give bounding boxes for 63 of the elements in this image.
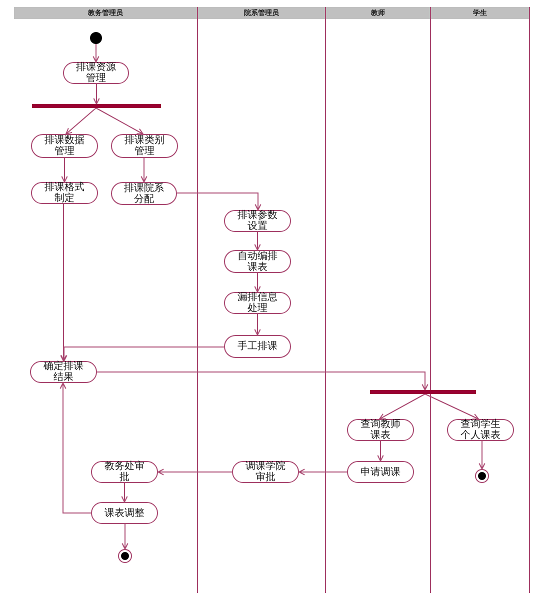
arrow: [60, 204, 67, 362]
activity-label: 教务处审批: [104, 461, 146, 483]
activity-label: 排课类别管理: [124, 135, 166, 157]
fork-bar: [32, 104, 161, 108]
activity-box: [31, 182, 98, 204]
arrow: [60, 382, 92, 514]
activity-label: 自动编排课表: [236, 250, 278, 272]
activity-label: 确定排课结果: [42, 361, 84, 383]
activity-box: [111, 134, 178, 158]
end-node: [118, 549, 132, 563]
arrow: [140, 158, 148, 182]
activity-label: 排课院系分配: [123, 182, 165, 204]
activity-box: [63, 62, 129, 84]
end-node: [475, 469, 489, 483]
arrow: [61, 158, 68, 182]
arrow: [379, 394, 426, 420]
arrow: [254, 232, 261, 250]
activity-box: [111, 182, 177, 205]
arrow: [424, 394, 479, 420]
arrow: [92, 44, 100, 62]
activity-box: [224, 292, 291, 314]
arrow: [158, 468, 232, 476]
activity-label: 调课学院审批: [244, 461, 286, 483]
arrow: [298, 468, 348, 476]
activity-box: [447, 419, 514, 441]
arrow: [96, 108, 144, 134]
activity-box: [31, 134, 98, 158]
activity-label: 排课参数设置: [236, 210, 278, 232]
activity-box: [347, 461, 414, 483]
activity-box: [30, 361, 97, 383]
activity-box: [224, 210, 291, 232]
activity-box: [224, 250, 291, 273]
arrow: [254, 314, 261, 336]
arrow: [60, 346, 224, 362]
arrow: [478, 440, 486, 470]
arrow: [66, 108, 96, 134]
arrow: [254, 272, 261, 292]
swimlane: [14, 7, 198, 593]
activity-label: 查询学生个人课表: [460, 419, 502, 441]
activity-label: 漏排信息处理: [236, 292, 278, 314]
swimlane: [198, 7, 326, 593]
activity-box: [91, 461, 158, 483]
activity-box: [224, 335, 291, 358]
activity-label: 排课数据管理: [44, 135, 86, 157]
activity-label: 查询教师课表: [360, 419, 402, 441]
activity-box: [347, 419, 414, 441]
activity-box: [232, 461, 299, 483]
arrow: [377, 440, 384, 462]
arrow: [96, 372, 428, 390]
activity-label: 课表调整: [104, 508, 146, 518]
fork-bar: [370, 390, 476, 394]
activity-label: 手工排课: [236, 341, 278, 352]
activity-label: 排课格式制定: [44, 182, 86, 204]
start-node: [90, 32, 102, 44]
arrow: [93, 84, 100, 104]
activity-label: 排课资源管理: [75, 62, 117, 84]
activity-label: 申请调课: [360, 466, 402, 478]
arrow: [122, 524, 128, 550]
arrow: [176, 192, 262, 210]
activity-box: [91, 502, 158, 524]
arrow: [121, 482, 128, 502]
swimlane: [431, 7, 530, 593]
swimlane: [326, 7, 431, 593]
